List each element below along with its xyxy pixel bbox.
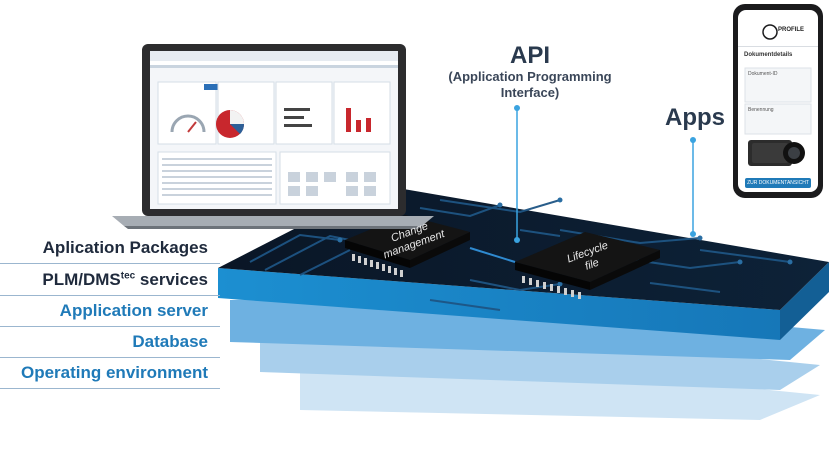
api-subtitle-line1: (Application Programming [448,69,612,84]
api-subtitle: (Application Programming Interface) [420,69,640,101]
rule-application-server [0,326,220,327]
layer-label-operating-environment: Operating environment [20,363,208,382]
api-title: API [509,42,550,69]
rule-operating-environment [0,388,220,389]
api-connector [514,105,520,243]
layer-label-aplication-packages: Aplication Packages [42,238,208,257]
phone-button[interactable]: ZUR DOKUMENTANSICHT [747,180,809,186]
phone-field2-label: Benennung [748,107,774,113]
apps-label: Apps [665,104,725,131]
chip-change-management [345,215,470,277]
api-subtitle-line2: Interface) [500,85,560,100]
rule-plm-dms-services [0,295,220,296]
phone-field1-label: Dokument-ID [748,71,778,77]
laptop [112,44,434,229]
smartphone [733,4,823,198]
phone-brand: PROFILE [778,27,805,33]
layer-label-application-server: Application server [59,301,208,320]
layer-application-server [230,295,825,360]
apps-connector [690,137,696,237]
layer-label-database: Database [132,332,208,351]
rule-database [0,357,220,358]
chip-lifecycle-file [515,232,660,299]
rule-aplication-packages [0,263,220,264]
phone-header: Dokumentdetails [744,52,793,58]
layer-label-plm-dms-services: PLM/DMStec services [42,270,208,289]
